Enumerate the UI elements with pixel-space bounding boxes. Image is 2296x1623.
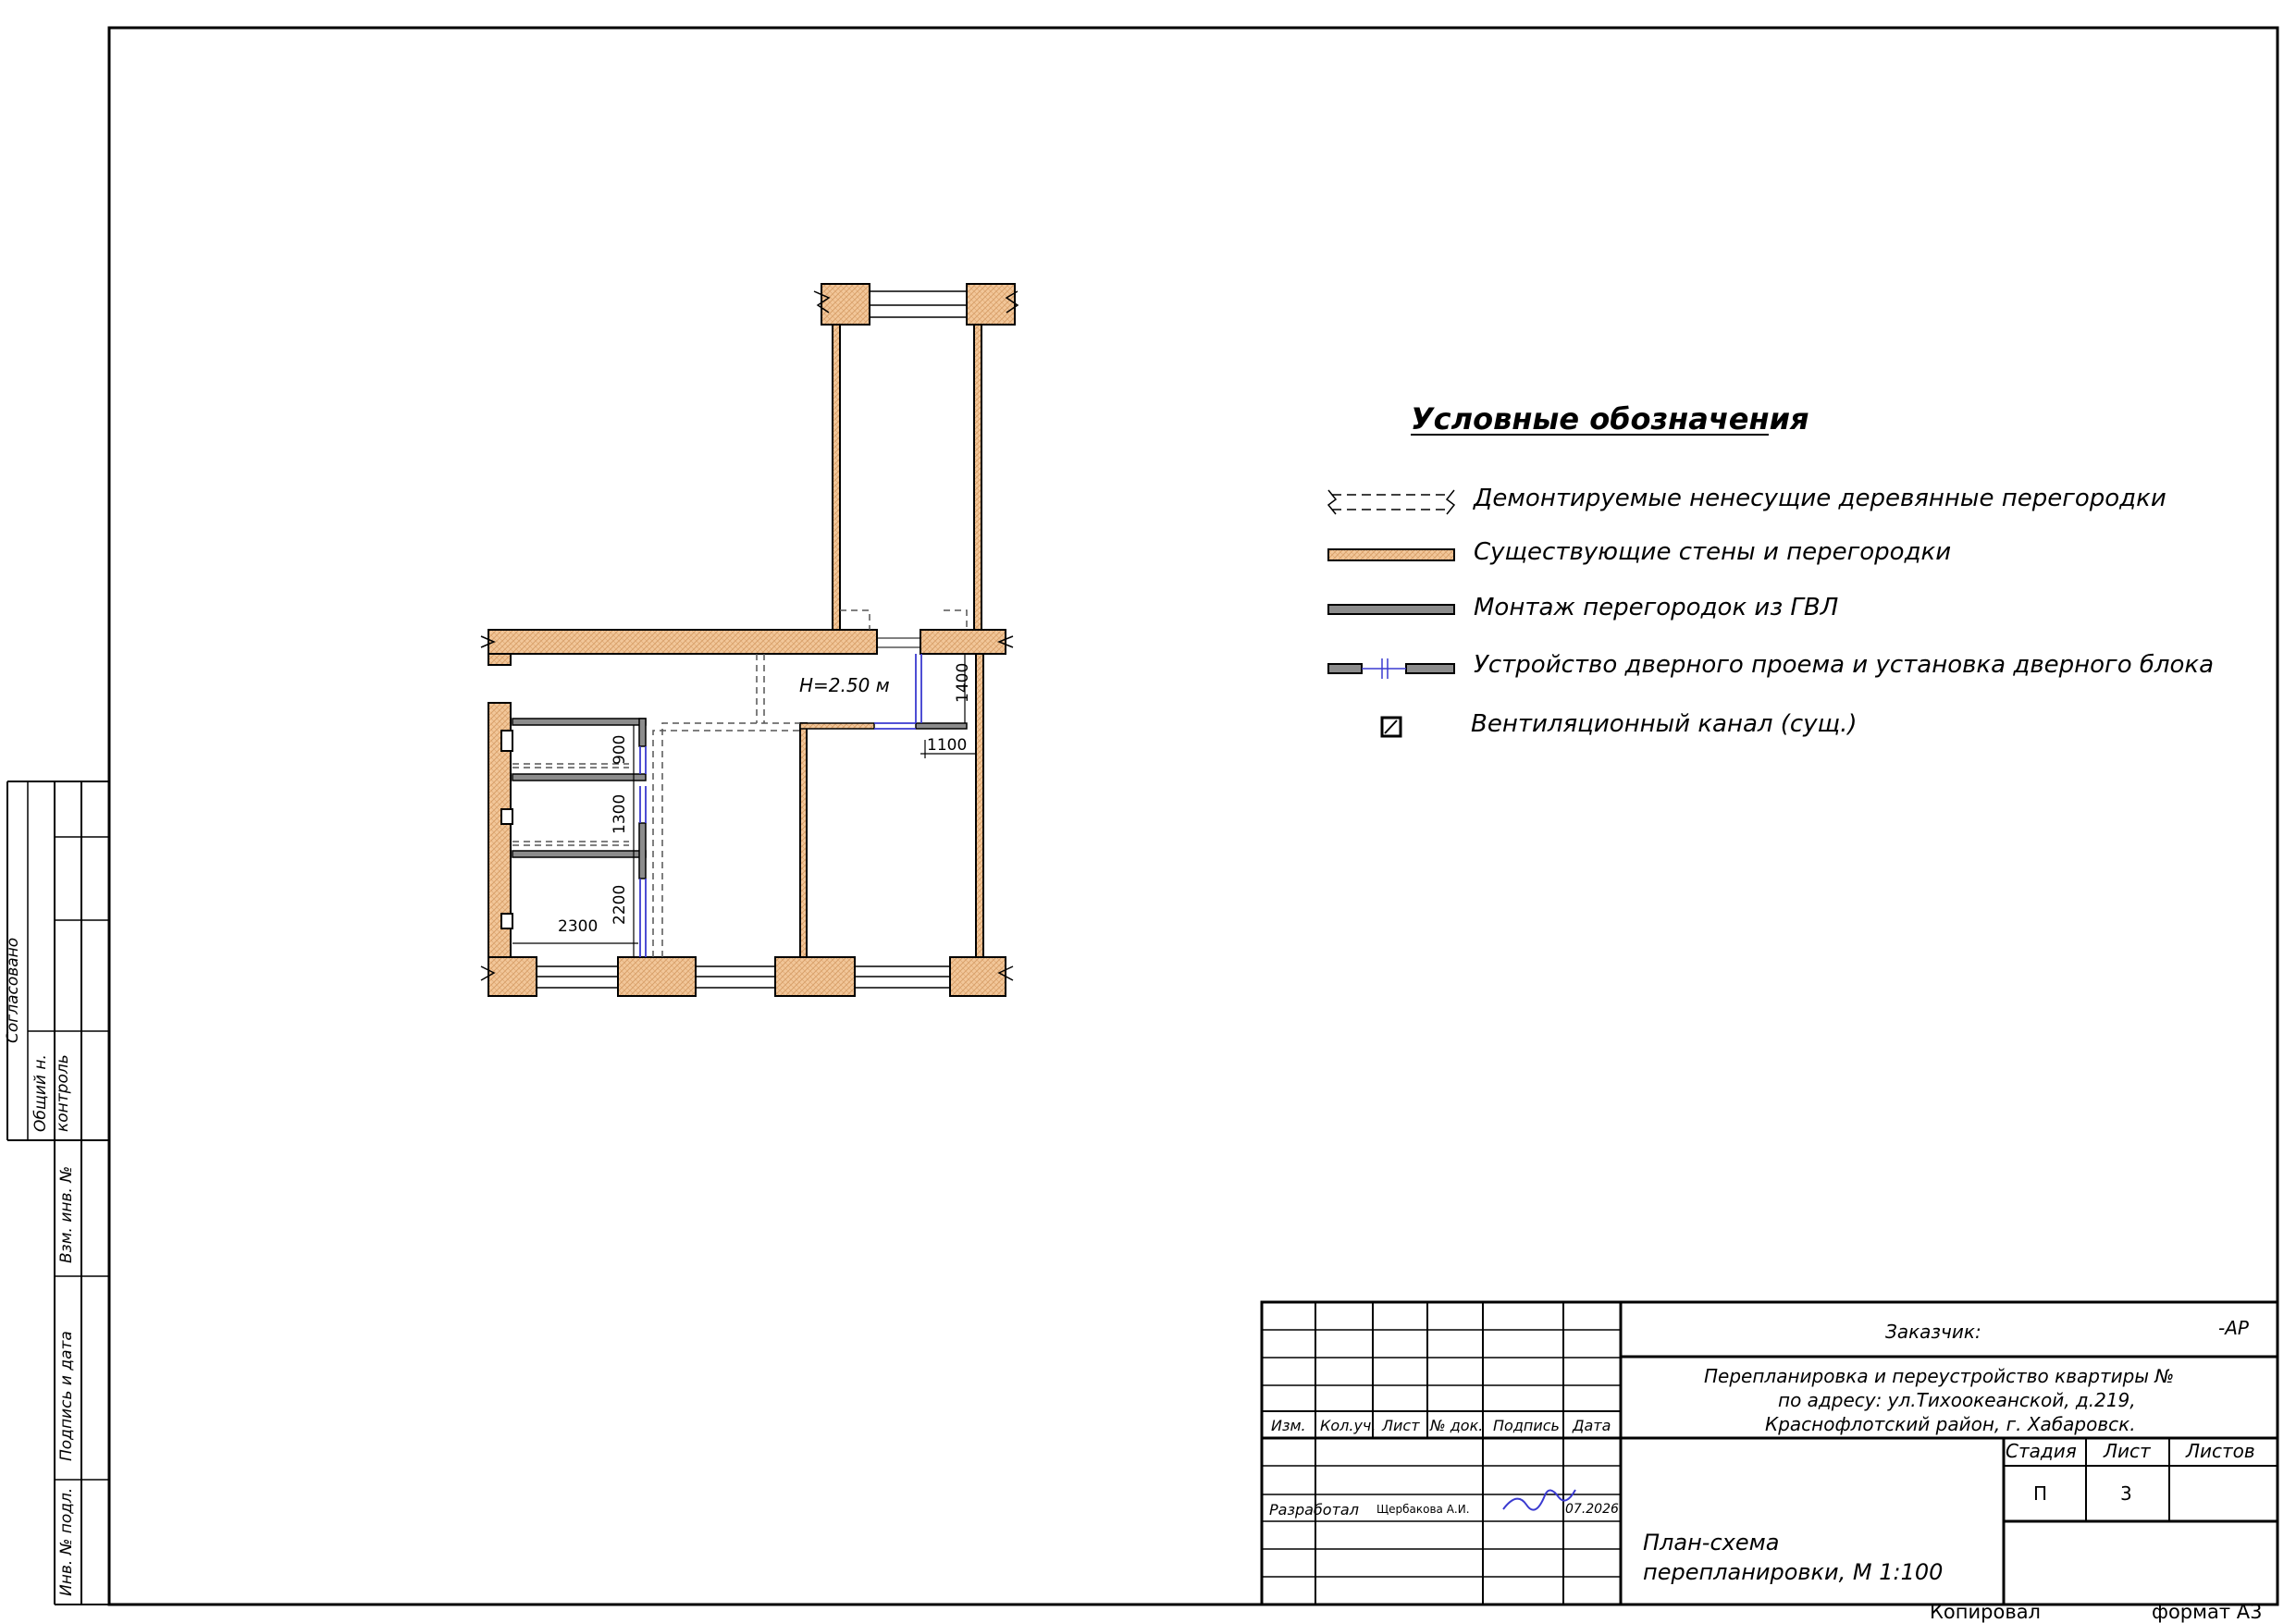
drawing-title-line-2: перепланировки, М 1:100 — [1643, 1559, 1944, 1585]
project-line-2: по адресу: ул.Тихоокеанской, д.219, — [1778, 1389, 2136, 1411]
copied-label: Копировал — [1930, 1601, 2041, 1623]
dim-2300: 2300 — [558, 917, 599, 936]
legend-title: Условные обозначения — [1411, 401, 1809, 436]
stamp-norm-control-2: контроль — [54, 1054, 72, 1132]
stage-header: Стадия — [2006, 1440, 2077, 1462]
legend-item-demolished: Демонтируемые ненесущие деревянные перег… — [1474, 485, 2166, 512]
side-stamp — [6, 781, 109, 1605]
stamp-inv-change: Взм. инв. № — [57, 1165, 76, 1263]
legend-symbols — [1327, 489, 1456, 738]
sheet-header: Лист — [2104, 1440, 2151, 1462]
legend-item-vent: Вентиляционный канал (сущ.) — [1471, 710, 1858, 738]
developed-label: Разработал — [1269, 1501, 1359, 1518]
stamp-agreed: Согласовано — [4, 937, 22, 1043]
dim-2200: 2200 — [611, 884, 629, 925]
legend-door-symbol — [1327, 658, 1455, 679]
developed-date: 07.2026 — [1565, 1502, 1619, 1517]
dim-1100: 1100 — [927, 736, 968, 755]
stamp-inv-orig: Инв. № подл. — [57, 1487, 76, 1596]
format-label: формат А3 — [2152, 1601, 2263, 1623]
legend-wall-symbol — [1327, 548, 1455, 561]
legend-item-door: Устройство дверного проема и установка д… — [1474, 651, 2215, 679]
title-block — [1260, 1300, 2279, 1606]
header-signature: Подпись — [1493, 1417, 1560, 1434]
stage-value: П — [2033, 1482, 2048, 1505]
header-date: Дата — [1573, 1417, 1611, 1434]
header-doc-no: № док. — [1430, 1417, 1484, 1434]
project-line-3: Краснофлотский район, г. Хабаровск. — [1765, 1413, 2136, 1435]
dim-1400: 1400 — [954, 662, 972, 703]
legend-dashed-symbol — [1327, 489, 1456, 515]
stamp-norm-control-1: Общий н. — [31, 1054, 50, 1132]
header-izm: Изм. — [1271, 1417, 1306, 1434]
signature — [1502, 1489, 1576, 1511]
project-line-1: Перепланировка и переустройство квартиры… — [1704, 1365, 2175, 1387]
legend-item-existing-walls: Существующие стены и перегородки — [1474, 538, 1952, 566]
document-code: -АР — [2218, 1317, 2249, 1339]
legend-gvl-symbol — [1327, 604, 1455, 615]
sheet-value: 3 — [2120, 1482, 2132, 1505]
plan-height-label: H=2.50 м — [799, 674, 890, 696]
stamp-sign-date: Подпись и дата — [57, 1331, 76, 1461]
floor-plan — [480, 283, 1019, 997]
legend-item-gvl: Монтаж перегородок из ГВЛ — [1474, 594, 1839, 621]
drawing-title-line-1: План-схема — [1643, 1530, 1780, 1555]
sheet-frame — [107, 26, 2279, 1606]
dim-900: 900 — [611, 734, 629, 765]
dim-1300: 1300 — [611, 793, 629, 834]
header-kol-uch: Кол.уч. — [1320, 1417, 1376, 1434]
legend-vent-symbol — [1380, 716, 1402, 738]
header-list: Лист — [1382, 1417, 1420, 1434]
sheets-header: Листов — [2186, 1440, 2255, 1462]
developer-name: Щербакова А.И. — [1376, 1503, 1470, 1516]
customer-label: Заказчик: — [1885, 1321, 1981, 1343]
